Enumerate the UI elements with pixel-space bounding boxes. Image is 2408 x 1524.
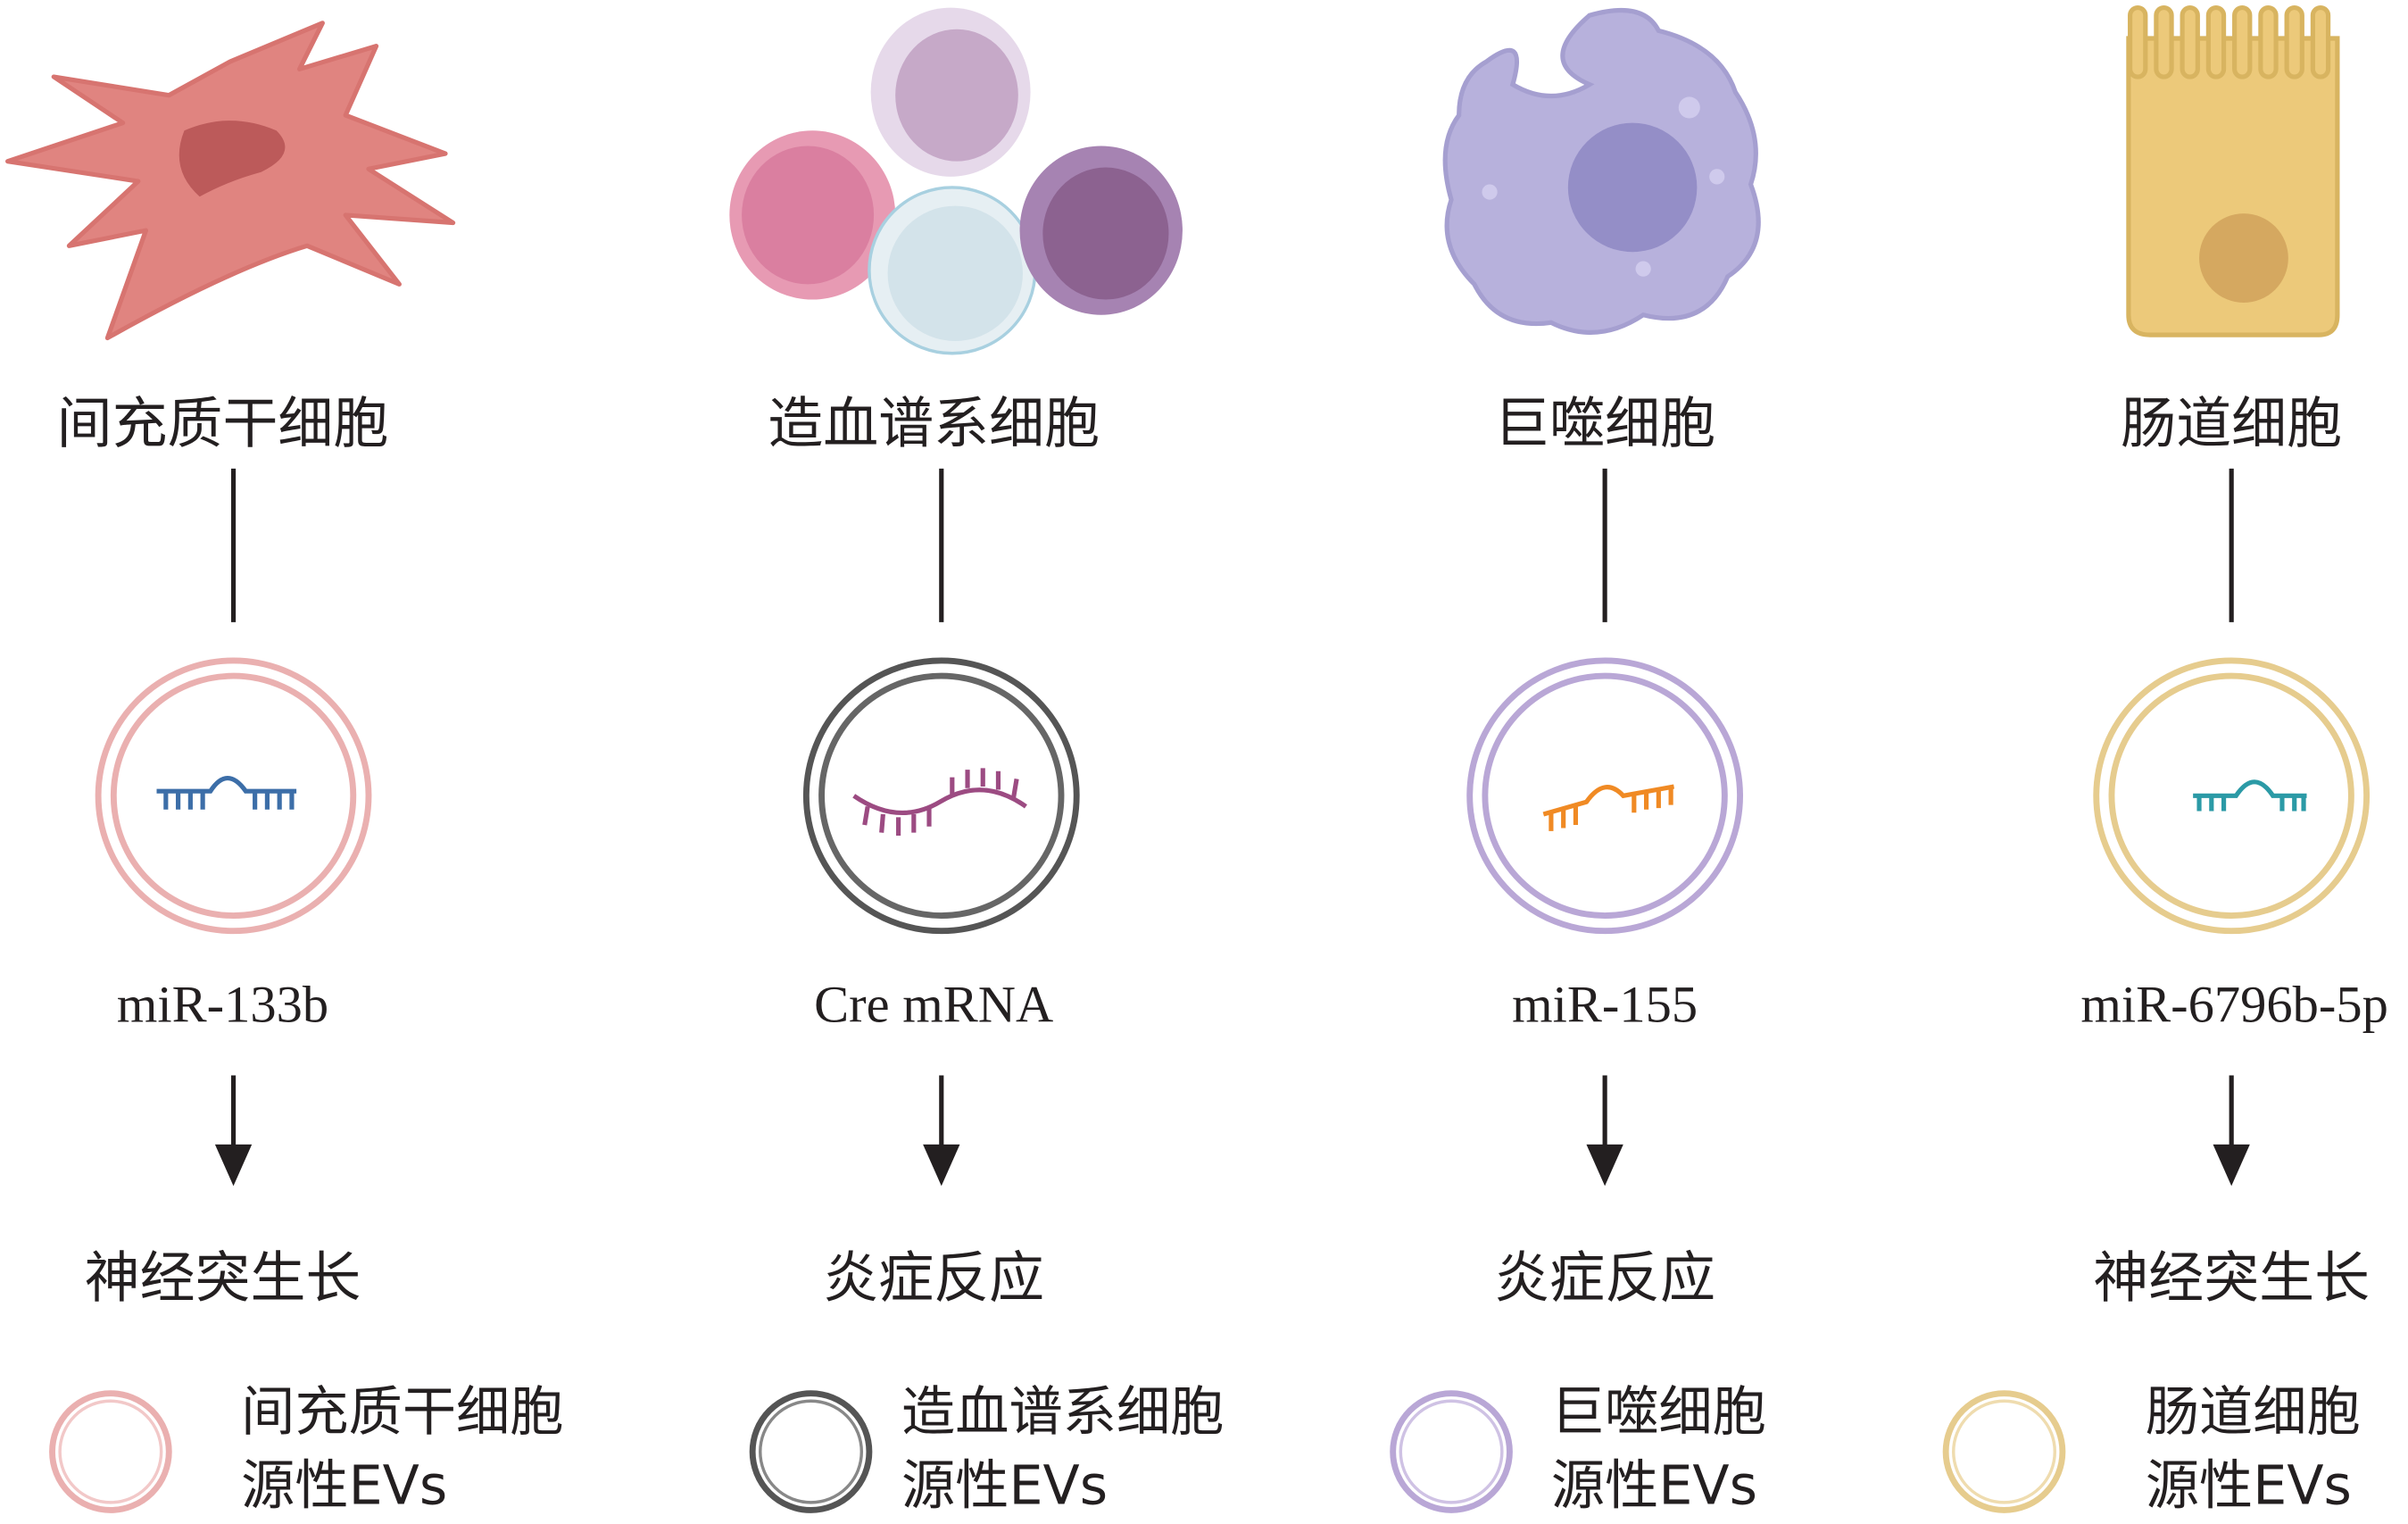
legend-line1: 肠道细胞 (2145, 1382, 2361, 1445)
legend-item: 巨噬细胞源性EVs (1551, 1377, 1766, 1524)
cargo-label: miR-6796b-5p (2080, 977, 2388, 1035)
mirna-icon (156, 775, 297, 810)
legend-ev-icon (749, 1390, 873, 1513)
mirna-icon (1542, 784, 1675, 831)
intestinal-cell-icon (2126, 5, 2340, 337)
hematopoietic-cells-icon (729, 7, 1183, 355)
arrow-down-icon (214, 1144, 253, 1187)
legend-line1: 间充质干细胞 (241, 1382, 564, 1445)
macrophage-icon (1442, 7, 1761, 335)
legend-ev-icon (1942, 1390, 2066, 1513)
ev-vesicle-icon (1466, 657, 1743, 935)
ev-vesicle-icon (95, 657, 372, 935)
effect-label: 炎症反应 (823, 1247, 1045, 1311)
legend-item: 造血谱系细胞源性EVs (901, 1377, 1224, 1524)
cell-label: 巨噬细胞 (1494, 393, 1716, 457)
arrow-down-icon (2213, 1144, 2250, 1187)
legend-line2: 源性EVs (2145, 1456, 2352, 1519)
cargo-label: miR-155 (1512, 977, 1698, 1035)
legend-item: 肠道细胞源性EVs (2146, 1377, 2361, 1524)
ev-vesicle-icon (2093, 657, 2371, 935)
mrna-icon (852, 768, 1027, 837)
legend-ev-icon (1390, 1390, 1513, 1513)
cell-label: 造血谱系细胞 (768, 393, 1100, 457)
legend-line2: 源性EVs (901, 1456, 1109, 1519)
arrow-down-icon (923, 1144, 960, 1187)
legend-line1: 造血谱系细胞 (901, 1382, 1225, 1445)
legend-item: 间充质干细胞源性EVs (241, 1377, 563, 1524)
ev-vesicle-icon (802, 657, 1080, 935)
mirna-icon (2193, 779, 2307, 812)
mesenchymal-stem-cell-icon (5, 21, 456, 341)
effect-label: 神经突生长 (2093, 1247, 2371, 1311)
effect-label: 炎症反应 (1494, 1247, 1716, 1311)
legend-line2: 源性EVs (1550, 1456, 1757, 1519)
cell-label: 肠道细胞 (2121, 393, 2343, 457)
cargo-label: miR-133b (116, 977, 329, 1035)
cell-label: 间充质干细胞 (56, 393, 389, 457)
cargo-label: Cre mRNA (814, 977, 1054, 1035)
effect-label: 神经突生长 (84, 1247, 361, 1311)
legend-ev-icon (49, 1390, 172, 1513)
arrow-down-icon (1586, 1144, 1623, 1187)
legend-line2: 源性EVs (241, 1456, 448, 1519)
legend-line1: 巨噬细胞 (1550, 1382, 1766, 1445)
